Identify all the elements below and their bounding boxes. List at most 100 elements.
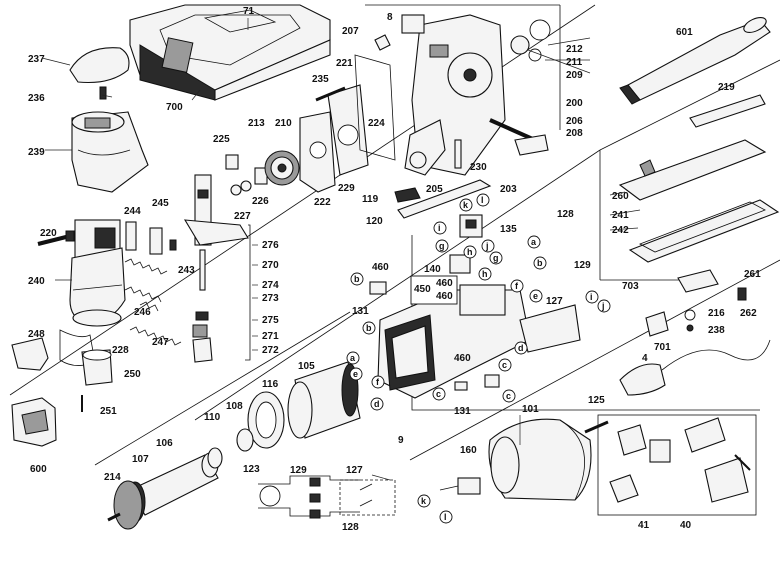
wire-label: c: [506, 391, 511, 401]
part-label: 703: [622, 281, 639, 292]
part-label: 106: [156, 438, 173, 449]
part-label: 9: [398, 435, 404, 446]
wire-label: f: [376, 377, 380, 387]
part-label: 125: [588, 395, 605, 406]
part-label: 241: [612, 210, 629, 221]
part-label: 240: [28, 276, 45, 287]
part-label: 123: [243, 464, 260, 475]
part-label: 129: [574, 260, 591, 271]
part-label: 450: [414, 284, 431, 295]
part-label: 225: [213, 134, 230, 145]
wire-bracket: [519, 304, 581, 353]
wiring-schematic: [258, 475, 396, 519]
part-label: 226: [252, 196, 269, 207]
dust-cap: [69, 47, 130, 84]
blade-guide: [394, 179, 492, 219]
wire-label: d: [374, 399, 380, 409]
part-label: 248: [28, 329, 45, 340]
part-label: 239: [28, 147, 45, 158]
part-label: 236: [28, 93, 45, 104]
part-label: 127: [346, 465, 363, 476]
housing-shell: [488, 418, 592, 501]
part-label: 200: [566, 98, 583, 109]
roller-guide: [404, 118, 549, 176]
motor-housing: [69, 219, 126, 327]
part-label: 41: [638, 520, 650, 531]
bearings: [207, 428, 254, 469]
part-label: 211: [566, 57, 583, 68]
stator-105: [287, 361, 361, 439]
part-label: 600: [30, 464, 47, 475]
label-box: [410, 275, 458, 305]
part-label: 221: [336, 58, 353, 69]
part-label: 205: [426, 184, 443, 195]
part-label: 229: [338, 183, 355, 194]
part-label: 220: [40, 228, 57, 239]
part-label: 270: [262, 260, 279, 271]
part-label: 116: [262, 379, 279, 390]
base-hardware: [645, 269, 747, 337]
wire-label: g: [493, 253, 499, 263]
springs-and-brackets: [124, 221, 182, 346]
part-label: 216: [708, 308, 725, 319]
part-label: 209: [566, 70, 583, 81]
part-label: 235: [312, 74, 329, 85]
wire-label: d: [518, 343, 524, 353]
screw-220: [37, 230, 75, 246]
part-label: 701: [654, 342, 671, 353]
clamp-219: [689, 94, 766, 128]
part-label: 131: [352, 306, 369, 317]
connectors: [369, 254, 500, 391]
part-label: 40: [680, 520, 692, 531]
part-label: 203: [500, 184, 517, 195]
extraction-adapter: [71, 86, 149, 193]
part-label: 110: [204, 412, 221, 423]
part-label: 262: [740, 308, 757, 319]
part-label: 460: [454, 353, 471, 364]
part-label: 105: [298, 361, 315, 372]
part-label: 4: [642, 353, 648, 364]
part-label: 245: [152, 198, 169, 209]
wire-label: a: [531, 237, 537, 247]
part-label: 700: [166, 102, 183, 113]
part-label: 213: [248, 118, 265, 129]
part-label: 131: [454, 406, 471, 417]
part-label: 274: [262, 280, 279, 291]
wire-label: i: [438, 223, 441, 233]
wire-label: b: [354, 274, 360, 284]
part-label: 228: [112, 345, 129, 356]
part-label: 140: [424, 264, 441, 275]
part-label: 460: [436, 291, 453, 302]
wire-label: b: [366, 323, 372, 333]
part-labels: 8 71 207 212 211 209 601 237 221 200 235…: [28, 6, 761, 533]
motor-assembly: [377, 284, 531, 399]
wire-label: f: [515, 281, 519, 291]
wire-label: j: [485, 241, 489, 251]
part-label: 8: [387, 12, 393, 23]
part-label: 160: [460, 445, 477, 456]
part-label: 214: [104, 472, 121, 483]
part-label: 244: [124, 206, 141, 217]
switch-135: [459, 214, 483, 238]
wire-label: h: [467, 247, 473, 257]
part-label: 208: [566, 128, 583, 139]
part-label: 108: [226, 401, 243, 412]
wire-label: j: [601, 301, 605, 311]
part-label: 206: [566, 116, 583, 127]
cord-and-plug: [439, 339, 771, 495]
part-label: 101: [522, 404, 539, 415]
part-label: 219: [718, 82, 735, 93]
wire-label: k: [421, 496, 427, 506]
wire-label: l: [444, 512, 447, 522]
wire-label: b: [537, 258, 543, 268]
part-label: 460: [372, 262, 389, 273]
wire-label: g: [439, 241, 445, 251]
lower-left-parts: [11, 329, 113, 447]
wire-label: c: [502, 360, 507, 370]
screw-125: [584, 420, 609, 434]
part-label: 250: [124, 369, 141, 380]
wire-label: e: [533, 291, 538, 301]
part-label: 242: [612, 225, 629, 236]
